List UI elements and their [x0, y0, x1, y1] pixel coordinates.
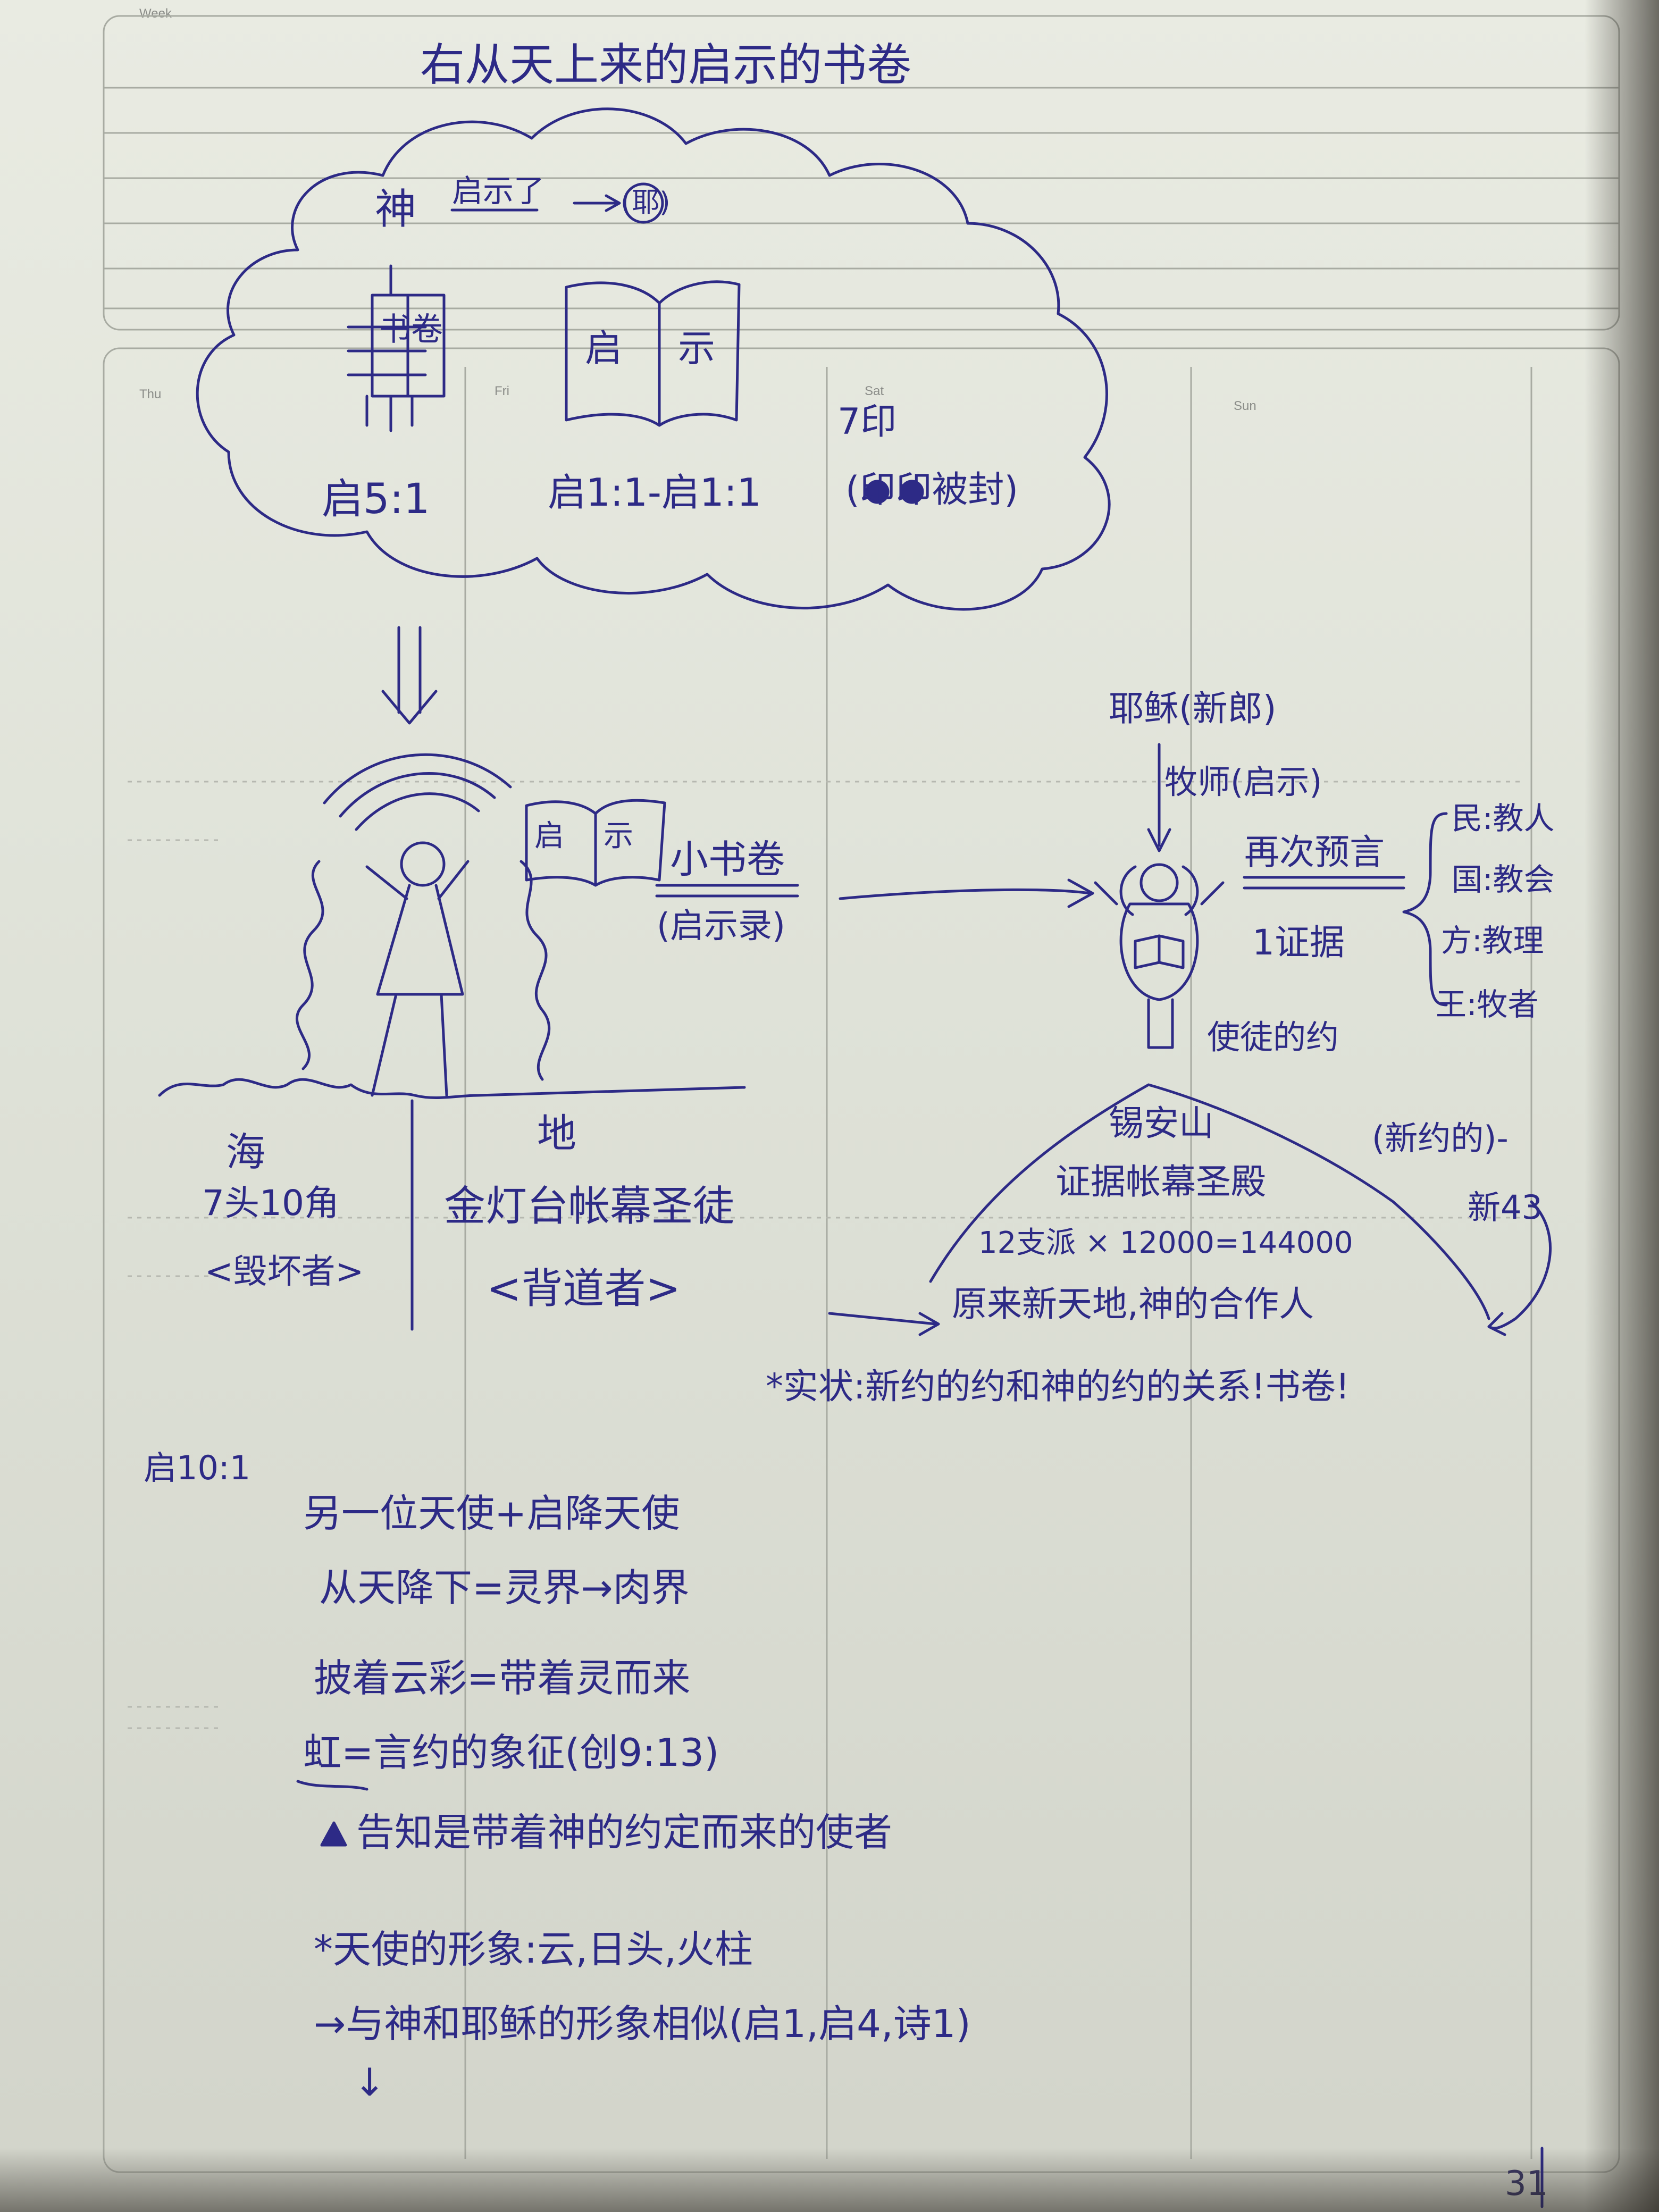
pastor-figure	[1094, 863, 1225, 1049]
ground-line	[158, 1078, 746, 1099]
small-book-sublabel: (启示录)	[657, 907, 785, 946]
new-covenant-label: (新约的)-	[1372, 1119, 1509, 1158]
land-who: <背道者>	[487, 1265, 681, 1313]
open-book-word-2: 示	[678, 326, 715, 370]
notes-reference: 启10:1	[144, 1448, 251, 1487]
notes-line-1: 另一位天使+启降天使	[303, 1491, 680, 1536]
mountain-detail: 证据帐幕圣殿	[1055, 1161, 1266, 1202]
seal-note: 7印	[837, 401, 897, 443]
small-right-arrow-icon	[828, 1312, 940, 1336]
open-book-word-1: 启	[585, 326, 622, 370]
seal-dot	[900, 480, 924, 504]
sea-description: 7头10角	[202, 1183, 339, 1224]
messenger-label: 使徒的约	[1207, 1018, 1339, 1057]
open-book-icon	[565, 280, 741, 427]
printed-thu-label: Thu	[139, 387, 162, 401]
triangle-bullet-icon	[320, 1821, 347, 1847]
printed-week-label: Week	[139, 6, 172, 21]
sealed-book-label: 书卷	[379, 311, 443, 348]
small-book-icon	[525, 799, 666, 887]
cloud-outline	[196, 107, 1111, 611]
jesus-label: 耶稣(新郎)	[1109, 688, 1277, 729]
right-arrow-icon	[839, 878, 1094, 908]
seal-detail: (印印被封)	[845, 469, 1019, 511]
religion-item-1: 民:教人	[1452, 800, 1555, 836]
witness-label: 1证据	[1252, 922, 1345, 963]
double-down-arrow-icon	[381, 626, 438, 725]
dotted-guides	[128, 781, 1521, 1729]
notes-line-4: 虹=言约的象征(创9:13)	[303, 1730, 719, 1775]
recipient-circle	[623, 182, 664, 224]
mountain-outline	[929, 1083, 1490, 1320]
small-book-word-2: 示	[604, 819, 633, 853]
notes-line-7: →与神和耶稣的形象相似(启1,启4,诗1)	[314, 2001, 971, 2046]
religions-brace	[1402, 812, 1448, 1007]
new-ref-label: 新43	[1468, 1188, 1543, 1227]
sea-who: <毁坏者>	[205, 1252, 364, 1292]
small-book-label: 小书卷	[670, 837, 785, 882]
range-ref: 启1:1-启1:1	[548, 470, 761, 515]
summary-line: *实状:新约的约和神的约的关系!书卷!	[766, 1366, 1350, 1407]
small-book-word-1: 启	[534, 819, 564, 853]
angel-figure	[295, 841, 551, 1097]
pastor-label: 牧师(启示)	[1164, 763, 1322, 801]
religion-item-2: 国:教会	[1452, 861, 1555, 898]
revelation-to-label: 启示了	[452, 173, 545, 209]
chapter-ref: 启5:1	[322, 475, 430, 523]
down-arrow-icon	[1147, 743, 1171, 852]
religion-item-3: 方:教理	[1441, 923, 1544, 959]
mountain-label: 锡安山	[1109, 1103, 1214, 1144]
page-title: 右从天上来的启示的书卷	[420, 39, 912, 91]
tribe-count: 12支派 × 12000=144000	[978, 1226, 1353, 1260]
sea-label: 海	[226, 1129, 265, 1175]
land-description: 金灯台帐幕圣徒	[444, 1183, 735, 1230]
printed-sun-label: Sun	[1234, 399, 1256, 413]
notes-line-2: 从天降下=灵界→肉界	[319, 1565, 690, 1610]
re-prophesy-label: 再次预言	[1244, 832, 1385, 873]
sealed-book-icon	[347, 264, 446, 432]
rainbow-arcs	[323, 753, 512, 831]
printed-fri-label: Fri	[495, 384, 509, 398]
continue-arrow-icon: ↓	[354, 2060, 386, 2105]
original-new-label: 原来新天地,神的合作人	[952, 1284, 1314, 1325]
god-label: 神	[375, 186, 417, 233]
seal-dot	[865, 480, 890, 504]
notes-line-3: 披着云彩=带着灵而来	[314, 1656, 691, 1700]
recipient-label: (耶)	[621, 187, 671, 219]
notes-line-6: *天使的形象:云,日头,火柱	[314, 1927, 753, 1972]
land-label: 地	[537, 1111, 576, 1157]
curved-arrow-icon	[1487, 1200, 1552, 1336]
photo-shadow-right	[1585, 0, 1659, 2212]
photo-shadow-bottom	[0, 2148, 1659, 2212]
printed-sat-label: Sat	[865, 384, 884, 398]
notes-line-5: 告知是带着神的约定而来的使者	[356, 1810, 893, 1855]
religion-item-4: 王:牧者	[1436, 986, 1539, 1023]
